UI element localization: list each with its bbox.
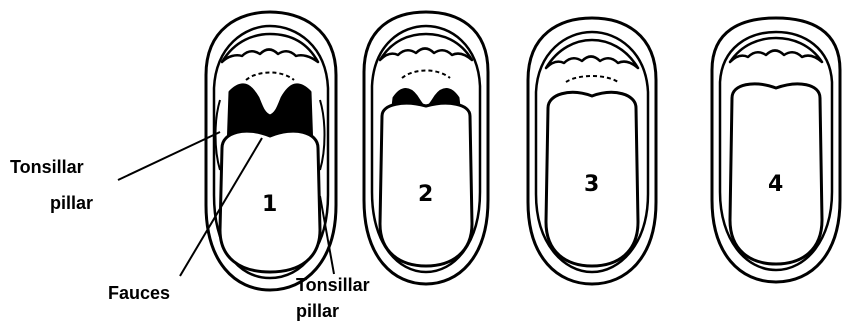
mouth-diagram-3	[528, 18, 656, 284]
fauces-label: Fauces	[108, 284, 170, 302]
left-tonsillar-pillar-label-line2: pillar	[50, 194, 93, 212]
left-tonsillar-pillar-label-line1: Tonsillar	[10, 158, 84, 176]
stage-number-1: 1	[262, 196, 277, 214]
mouth-diagram-1	[206, 12, 336, 290]
mouth-diagram-4	[712, 18, 840, 282]
stage-number-3: 3	[584, 176, 599, 194]
stage-number-4: 4	[768, 176, 783, 194]
right-tonsillar-pillar-label-line2: pillar	[296, 302, 339, 320]
stage-number-2: 2	[418, 186, 433, 204]
right-tonsillar-pillar-label-line1: Tonsillar	[296, 276, 370, 294]
mouth-diagram-2	[364, 12, 488, 284]
